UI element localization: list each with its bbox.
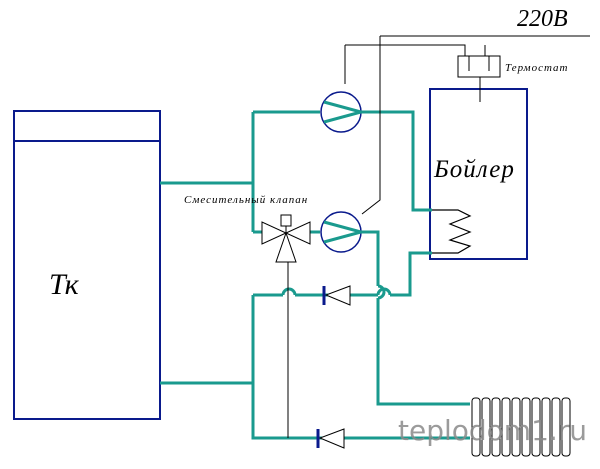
radiator-section [531, 397, 541, 457]
check-valve-upper-icon [322, 285, 351, 306]
pump-lower-icon [320, 211, 367, 253]
thermostat-icon [457, 55, 501, 78]
radiator-section [511, 397, 521, 457]
thermostat-label: Термостат [505, 62, 569, 74]
voltage-label: 220В [517, 6, 568, 32]
check-valve-lower-icon [316, 428, 345, 449]
pipe-lower-pump-out [361, 230, 380, 286]
heat-exchanger-coil-icon [432, 209, 472, 254]
pipe-boiler-return [390, 251, 432, 297]
radiator-section [481, 397, 491, 457]
pipe-crossover-left [281, 287, 297, 296]
radiator-section [471, 397, 481, 457]
watermark: teplodom1.ru [398, 414, 588, 447]
three-way-valve-icon [261, 214, 311, 263]
pipe-crossover-right [377, 284, 386, 300]
pipe-upper-to-boiler [361, 110, 432, 212]
wiring [344, 35, 590, 215]
radiator-section [491, 397, 501, 457]
tank [13, 110, 161, 420]
boiler-label: Бойлер [434, 156, 515, 183]
pipes [160, 110, 470, 440]
pipe-to-radiator [376, 298, 470, 406]
pipe-return-hop [376, 287, 392, 296]
boiler-tank [429, 88, 528, 260]
pipe-return-left [251, 295, 470, 440]
radiator-section [521, 397, 531, 457]
radiator-section [561, 397, 571, 457]
radiator-section [501, 397, 511, 457]
radiator-section [541, 397, 551, 457]
mixing-valve-label: Смесительный клапан [184, 194, 309, 206]
radiator-section [551, 397, 561, 457]
tank-label: Тк [49, 268, 79, 301]
radiator-icon [471, 397, 571, 457]
pump-upper-icon [320, 91, 367, 133]
